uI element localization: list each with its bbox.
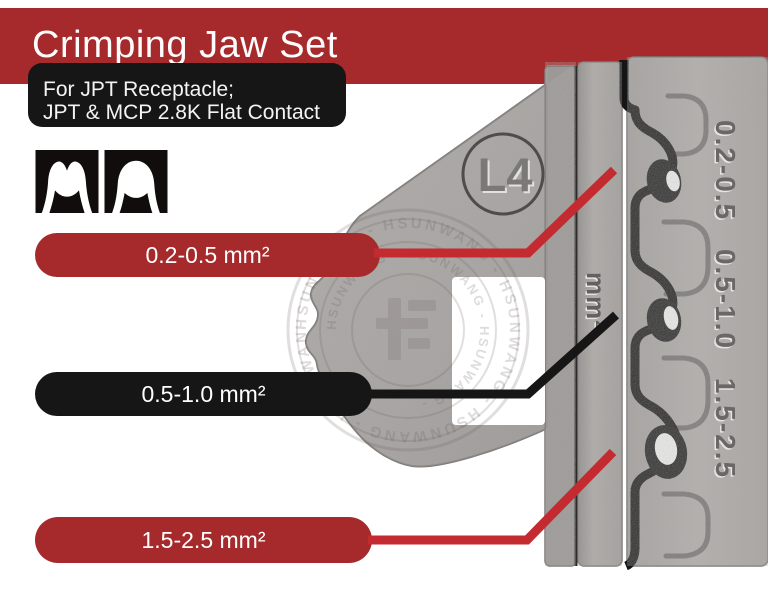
svg-text:0.2-0.5 0.5-1.0 1.5-2.5: 0.2-0.5 0.5-1.0 1.5-2.5	[709, 122, 740, 481]
label-range-0205-text: 0.2-0.5 mm²	[145, 241, 270, 268]
l4-stamp-text: L4	[478, 148, 533, 201]
size-ranges-marking: 0.2-0.5 0.5-1.0 1.5-2.5 0.2-0.5 0.5-1.0 …	[709, 120, 742, 481]
label-range-1525: 1.5-2.5 mm²	[35, 517, 372, 563]
jaw-cutout	[452, 277, 545, 425]
single-dome-crimp-profile-icon	[104, 150, 168, 213]
mm2-text: mm²	[581, 272, 611, 330]
double-lobe-crimp-profile-icon	[35, 150, 99, 213]
label-range-1525-text: 1.5-2.5 mm²	[141, 526, 266, 553]
info-box: For JPT Receptacle; JPT & MCP 2.8K Flat …	[28, 63, 346, 127]
mm2-marking: mm² mm²	[580, 272, 612, 331]
label-range-0205: 0.2-0.5 mm²	[35, 233, 380, 277]
info-line-2: JPT & MCP 2.8K Flat Contact	[43, 101, 320, 124]
label-range-0510: 0.5-1.0 mm²	[35, 372, 372, 416]
size-ranges-text: 0.2-0.5 0.5-1.0 1.5-2.5	[710, 120, 741, 479]
page-title: Crimping Jaw Set	[32, 24, 338, 66]
info-line-1: For JPT Receptacle;	[43, 78, 235, 101]
label-range-0510-text: 0.5-1.0 mm²	[141, 380, 266, 407]
